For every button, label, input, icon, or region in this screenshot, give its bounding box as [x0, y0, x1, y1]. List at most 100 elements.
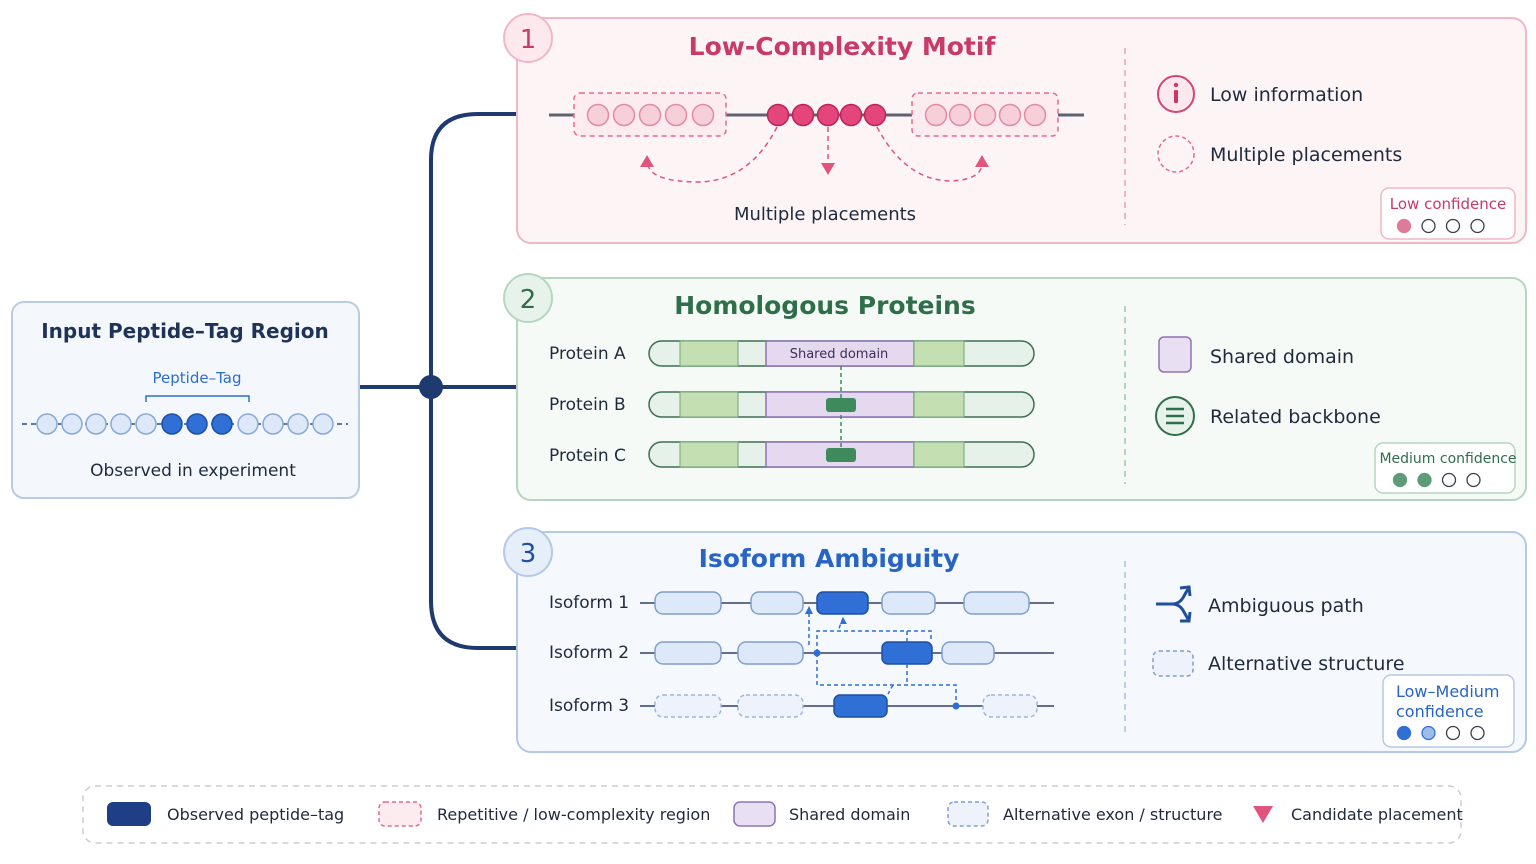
protein-a-segment-left	[679, 340, 739, 367]
confidence-dot-empty	[1421, 218, 1436, 234]
legend-shared-domain-key: Shared domain	[789, 805, 910, 824]
motif-bead	[816, 103, 840, 127]
placement-arc-left	[647, 126, 778, 183]
confidence-dot-empty	[1441, 472, 1457, 488]
ambiguous-path	[816, 653, 957, 706]
panel-1-title: Low-Complexity Motif	[689, 32, 997, 61]
isoform-3-alt-exon	[737, 694, 804, 718]
protein-label-c: Protein C	[549, 446, 626, 466]
protein-a-segment-right	[913, 340, 965, 367]
dashed-circle-icon	[1157, 135, 1195, 173]
peptide-tag-label: Peptide–Tag	[153, 369, 242, 387]
peptide-tag-bracket	[145, 395, 250, 402]
confidence-label-1: Low confidence	[1390, 195, 1506, 213]
input-box-frame	[11, 301, 360, 499]
connector-hub	[419, 375, 443, 399]
motif-bead	[791, 103, 815, 127]
panel-3-number: 3	[520, 539, 537, 569]
repeat-bead	[691, 103, 715, 127]
isoform-1-exon	[881, 591, 936, 615]
repetitive-region-swatch	[378, 801, 422, 827]
isoform-2-peptide-exon	[881, 641, 933, 665]
menu-circle-icon	[1155, 396, 1195, 436]
protein-row: Protein B	[549, 391, 1035, 418]
alt-exon-swatch	[947, 801, 989, 827]
confidence-label-3-line2: confidence	[1396, 702, 1484, 721]
repeat-bead	[612, 103, 636, 127]
panel-low-complexity: 1 Low-Complexity Motif Multiple placemen…	[503, 13, 1527, 244]
confidence-dots-2	[1392, 472, 1481, 488]
panel-2-title: Homologous Proteins	[674, 291, 976, 320]
repeat-bead	[664, 103, 688, 127]
branch-arrow-icon	[1156, 585, 1192, 623]
legend-low-information: Low information	[1210, 84, 1363, 106]
isoform-label-3: Isoform 3	[549, 696, 629, 716]
motif-bead	[839, 103, 863, 127]
isoform-1-exon	[963, 591, 1030, 615]
panel-3-number-badge	[503, 527, 553, 577]
input-title: Input Peptide–Tag Region	[41, 319, 329, 343]
isoform-row: Isoform 3	[549, 694, 1054, 718]
sequence-bead	[110, 413, 132, 435]
legend-candidate: Candidate placement	[1291, 805, 1463, 824]
confidence-dot-empty	[1470, 218, 1485, 234]
panel-homologous: 2 Homologous Proteins Protein A Shared d…	[503, 273, 1527, 501]
candidate-triangle-right	[975, 155, 989, 167]
protein-label-a: Protein A	[549, 344, 626, 364]
sequence-bead	[61, 413, 83, 435]
input-box: Input Peptide–Tag Region Peptide–Tag Obs…	[11, 301, 360, 499]
confidence-dot-filled	[1396, 725, 1412, 741]
domain-square-icon	[1158, 336, 1192, 373]
placement-arc-right	[876, 126, 983, 182]
repeat-bead	[948, 103, 972, 127]
isoform-2-exon	[737, 641, 804, 665]
protein-c-segment-right	[913, 441, 965, 468]
isoform-2-exon	[654, 641, 722, 665]
shared-domain-swatch	[733, 801, 776, 827]
protein-b-segment-left	[679, 391, 739, 418]
shared-domain-label: Shared domain	[790, 347, 889, 362]
isoform-1-peptide-exon	[816, 591, 869, 615]
panel-2-number: 2	[520, 285, 537, 315]
protein-c-segment-left	[679, 441, 739, 468]
isoform-3-alt-exon	[654, 694, 722, 718]
ambiguous-paths	[808, 610, 957, 706]
motif-beads	[586, 103, 1047, 127]
confidence-dots-1	[1396, 218, 1485, 234]
motif-bead	[766, 103, 790, 127]
input-beads	[36, 413, 334, 435]
dashed-box-icon	[1152, 650, 1194, 677]
protein-row: Protein A Shared domain	[549, 340, 1035, 367]
confidence-dot-empty	[1445, 218, 1461, 234]
confidence-dot-filled	[1392, 472, 1408, 488]
candidate-triangle-center	[821, 163, 835, 175]
isoform-2-exon	[941, 641, 995, 665]
panel-isoform: 3 Isoform Ambiguity Isoform 1 Isoform 2 …	[503, 527, 1527, 753]
isoform-1-exon	[750, 591, 804, 615]
panel-3-title: Isoform Ambiguity	[699, 544, 960, 573]
peptide-tag-bead	[211, 413, 233, 435]
peptide-tag-bead	[186, 413, 208, 435]
sequence-bead	[135, 413, 157, 435]
observed-tag-swatch	[107, 802, 151, 826]
confidence-dots-3	[1396, 725, 1485, 741]
candidate-triangle-icon	[1253, 806, 1273, 823]
sequence-bead	[262, 413, 284, 435]
candidate-triangle-left	[640, 155, 654, 167]
panel-1-number-badge	[503, 13, 553, 63]
repeat-bead	[638, 103, 662, 127]
legend-observed: Observed peptide–tag	[167, 805, 344, 824]
bottom-legend: Observed peptide–tag Repetitive / low-co…	[82, 785, 1463, 844]
protein-row: Protein C	[549, 441, 1035, 468]
isoform-row: Isoform 2	[549, 641, 1054, 665]
legend-repetitive: Repetitive / low-complexity region	[437, 805, 710, 824]
confidence-dot-empty	[1470, 725, 1485, 741]
path-arrowhead	[805, 606, 813, 614]
repeat-bead	[586, 103, 610, 127]
sequence-bead	[287, 413, 309, 435]
placement-arrows	[647, 126, 983, 183]
protein-label-b: Protein B	[549, 395, 626, 415]
confidence-label-3-line1: Low–Medium	[1396, 682, 1499, 701]
ambiguous-path	[907, 630, 932, 642]
repeat-bead	[1023, 103, 1047, 127]
